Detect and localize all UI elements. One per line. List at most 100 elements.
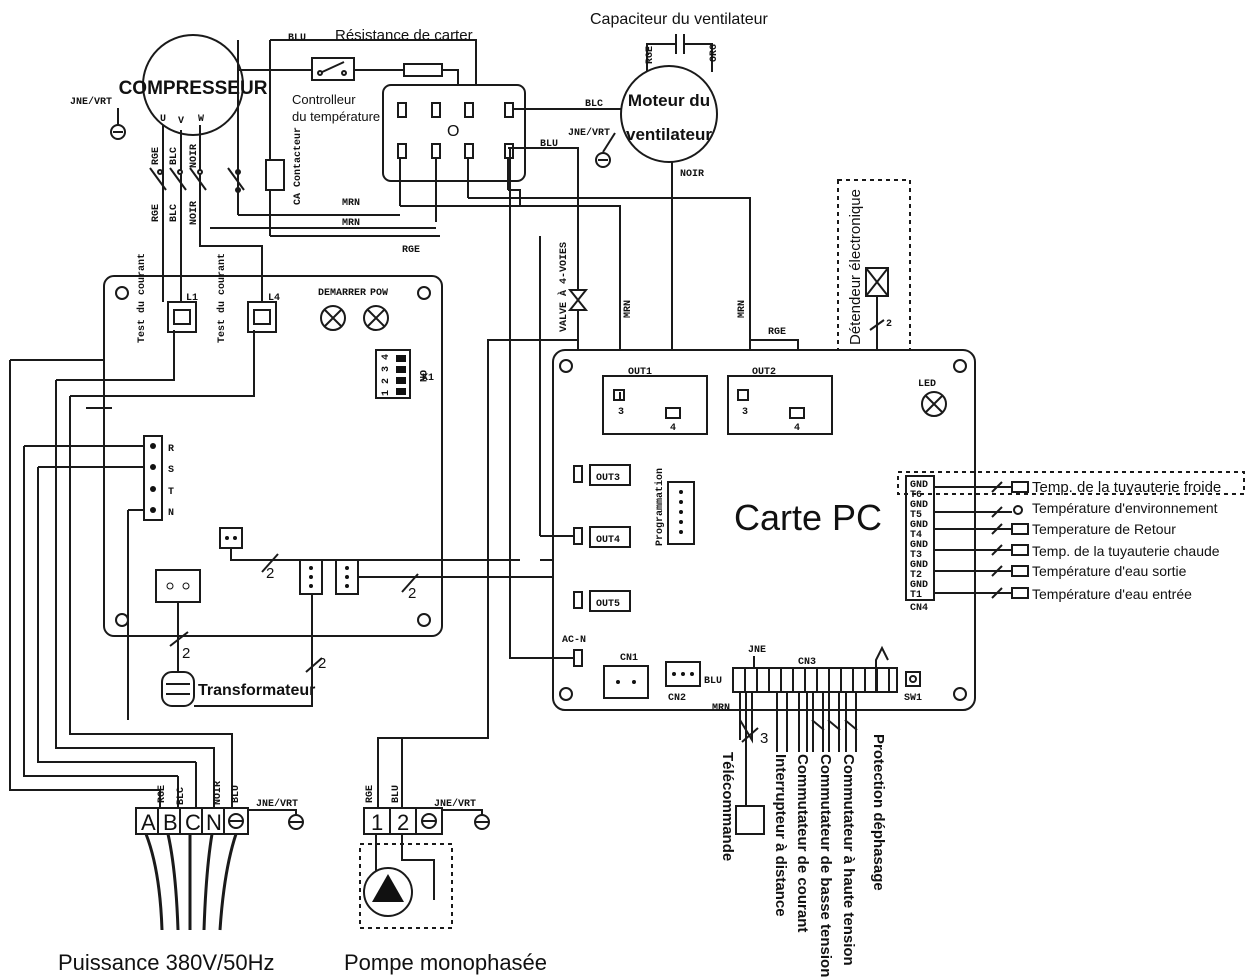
high-voltage-switch-label: Commutateur à haute tension — [840, 754, 857, 966]
ground-icon-pump — [474, 814, 490, 830]
svg-text:S: S — [168, 465, 174, 476]
svg-text:BLU: BLU — [231, 785, 242, 803]
svg-text:T2: T2 — [910, 570, 922, 581]
compressor-lead-labels: RGE BLC NOIR RGE BLC NOIR — [151, 144, 200, 225]
svg-text:T6: T6 — [910, 490, 922, 501]
temperature-controller-switch — [311, 57, 355, 81]
sensor-cold-pipe: Temp. de la tuyauterie froide — [1032, 479, 1221, 496]
svg-text:2: 2 — [318, 655, 326, 672]
svg-text:BLC: BLC — [585, 99, 603, 110]
out5-connector: OUT5 — [573, 590, 631, 612]
phase-protection-label: Protection déphasage — [870, 734, 887, 891]
small-connector — [219, 527, 243, 549]
pc-board-label: Carte PC — [734, 497, 882, 538]
svg-text:Test du courant: Test du courant — [216, 253, 228, 343]
svg-text:L4: L4 — [268, 293, 280, 304]
remote-switch-label: Interrupteur à distance — [772, 754, 789, 917]
svg-text:CN4: CN4 — [910, 603, 928, 614]
svg-text:B: B — [163, 810, 178, 835]
remote-control-icon — [735, 805, 765, 835]
svg-text:BLU: BLU — [704, 676, 722, 687]
programming-label: Programmation — [654, 468, 666, 546]
sensor-leads — [934, 481, 1029, 599]
svg-text:RGE: RGE — [151, 204, 162, 222]
svg-text:OUT1: OUT1 — [628, 367, 652, 378]
terminal-w: W — [198, 114, 204, 125]
start-led-icon — [320, 305, 346, 331]
svg-text:NOIR: NOIR — [189, 201, 200, 225]
svg-text:RGE: RGE — [157, 785, 168, 803]
svg-text:NOIR: NOIR — [213, 781, 224, 805]
sensor-environment: Température d'environnement — [1032, 500, 1218, 516]
fan-motor: Moteur du ventilateur — [620, 65, 718, 163]
svg-text:CN1: CN1 — [620, 653, 638, 664]
svg-text:JNE/VRT: JNE/VRT — [568, 127, 610, 139]
svg-text:BLU: BLU — [540, 139, 558, 150]
svg-text:Moteur du: Moteur du — [628, 91, 710, 110]
compressor-label: COMPRESSEUR — [119, 78, 268, 99]
ground-icon-fan — [595, 152, 611, 168]
svg-text:GND: GND — [910, 560, 928, 571]
svg-text:BLC: BLC — [176, 787, 187, 805]
pump-icon — [363, 867, 413, 917]
low-voltage-switch-label: Commutateur de basse tension — [817, 754, 834, 977]
svg-text:Test du courant: Test du courant — [136, 253, 148, 343]
svg-text:MRN: MRN — [712, 703, 730, 714]
svg-text:ORG: ORG — [709, 44, 720, 62]
svg-text:RGE: RGE — [645, 46, 656, 64]
ground-icon-power — [288, 814, 304, 830]
svg-text:4: 4 — [670, 423, 676, 434]
svg-text:OUT3: OUT3 — [596, 473, 620, 484]
svg-text:JNE/VRT: JNE/VRT — [434, 798, 476, 810]
svg-text:T4: T4 — [910, 530, 922, 541]
svg-text:BLU: BLU — [391, 785, 402, 803]
svg-text:GND: GND — [910, 520, 928, 531]
svg-text:MRN: MRN — [342, 218, 360, 229]
sensor-water-out: Température d'eau sortie — [1032, 563, 1187, 579]
svg-text:OUT4: OUT4 — [596, 535, 620, 546]
svg-text:OUT5: OUT5 — [596, 599, 620, 610]
svg-text:3: 3 — [742, 407, 748, 418]
svg-text:JNE/VRT: JNE/VRT — [256, 798, 298, 810]
svg-text:ventilateur: ventilateur — [626, 125, 712, 144]
svg-text:N: N — [206, 810, 222, 835]
transformer — [161, 671, 195, 707]
transformer-connector — [155, 569, 201, 603]
svg-text:R: R — [168, 444, 174, 455]
out1-connector: OUT1 3 4 — [602, 367, 708, 435]
svg-text:1 2 3 4: 1 2 3 4 — [381, 354, 392, 396]
ca-contactor: CA Contacteur — [149, 127, 304, 205]
svg-text:T5: T5 — [910, 510, 922, 521]
svg-text:2: 2 — [397, 810, 409, 835]
svg-text:CN2: CN2 — [668, 693, 686, 704]
svg-text:K1: K1 — [422, 373, 434, 384]
temp-controller-label-2: du température — [292, 109, 380, 124]
out4-connector: OUT4 — [573, 526, 631, 548]
svg-text:2: 2 — [886, 319, 892, 330]
svg-text:C: C — [185, 810, 201, 835]
svg-text:RGE: RGE — [151, 147, 162, 165]
electronic-expander-label: Détendeur électronique — [847, 189, 864, 345]
svg-text:2: 2 — [266, 565, 274, 582]
led-label: LED — [918, 379, 936, 390]
svg-text:RGE: RGE — [402, 245, 420, 256]
svg-text:JNE: JNE — [748, 645, 766, 656]
sensor-hot-pipe: Temp. de la tuyauterie chaude — [1032, 543, 1220, 559]
svg-text:3: 3 — [618, 407, 624, 418]
svg-text:MRN: MRN — [623, 300, 634, 318]
main-board — [103, 275, 443, 637]
svg-text:RGE: RGE — [768, 327, 786, 338]
svg-text:BLC: BLC — [169, 204, 180, 222]
svg-text:T3: T3 — [910, 550, 922, 561]
fan-capacitor-label: Capaciteur du ventilateur — [590, 11, 769, 28]
svg-text:4: 4 — [794, 423, 800, 434]
compressor-ground-label: JNE/VRT — [70, 96, 112, 108]
svg-text:GND: GND — [910, 500, 928, 511]
current-test-l4: Test du courant L4 — [216, 253, 280, 343]
svg-text:GND: GND — [910, 480, 928, 491]
pow-led-icon — [363, 305, 389, 331]
sensor-water-in: Température d'eau entrée — [1032, 586, 1192, 602]
power-label: Puissance 380V/50Hz — [58, 950, 274, 975]
svg-text:OUT2: OUT2 — [752, 367, 776, 378]
remote-control-label: Télécommande — [719, 752, 736, 861]
